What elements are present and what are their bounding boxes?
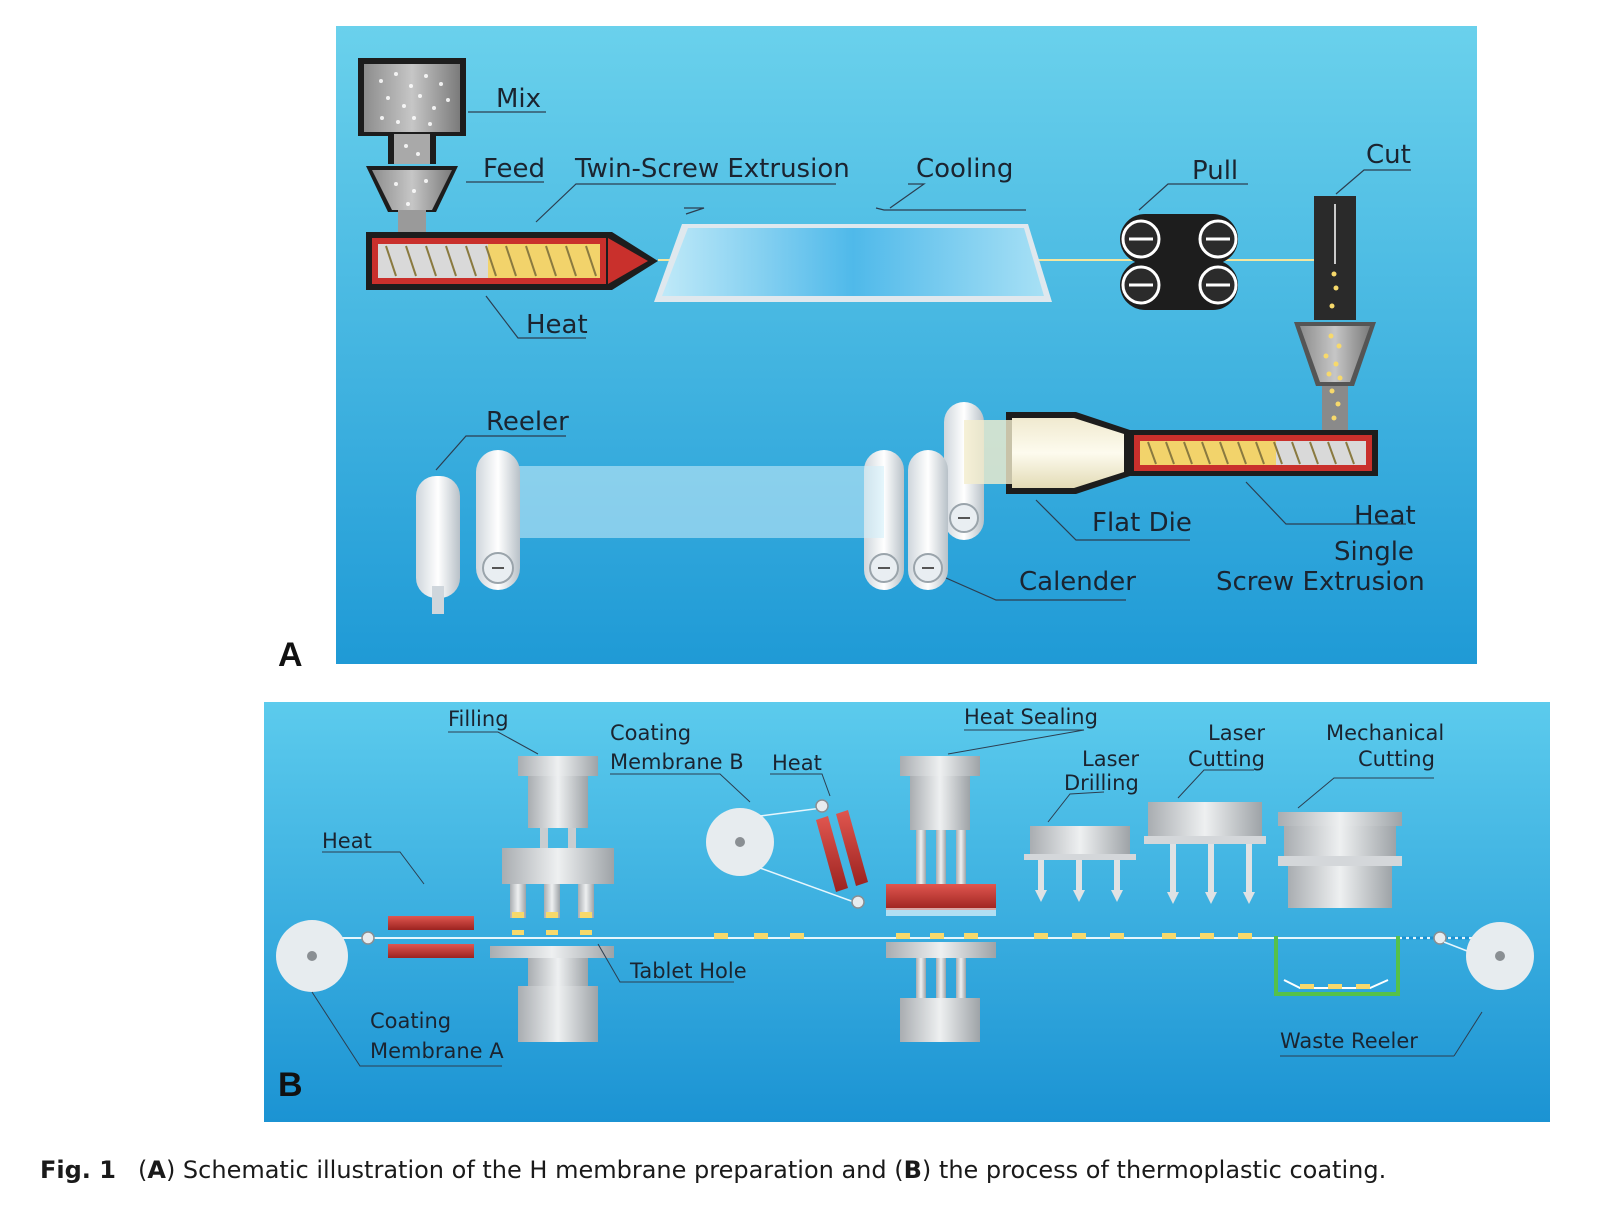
label-coating-a-line2: Membrane A [370,1039,504,1063]
label-heat-left: Heat [322,829,372,853]
label-pull: Pull [1192,156,1238,186]
heater-left [388,916,474,958]
label-mechanical-cutting-line1: Mechanical [1326,721,1444,745]
label-coating-a-line1: Coating [370,1009,451,1033]
coating-membrane-b-roll [706,807,855,903]
label-coating-b-line1: Coating [610,721,691,745]
label-heat-sealing: Heat Sealing [964,705,1098,729]
panel-letter-a: A [278,636,303,674]
coating-membrane-a-roll [276,920,375,992]
caption-text-part1: ( [137,1156,148,1184]
caption-panel-b-ref: B [903,1156,922,1184]
panel-a-membrane-preparation: Mix Feed Twin-Screw Extrusion Cooling Pu… [336,26,1477,664]
mechanical-cutting-station [1278,812,1478,940]
caption-text-part3: ) the process of thermoplastic coating. [921,1156,1387,1184]
tablets-pre-seal [714,933,804,939]
single-screw-extruder [1128,430,1378,476]
label-single: Single [1334,537,1414,567]
cutter-icon [1294,196,1376,430]
laser-cutting-station [1144,802,1266,939]
label-screw-extrusion: Screw Extrusion [1216,567,1425,597]
label-cooling: Cooling [916,154,1013,184]
heater-diagonal [815,799,868,909]
label-flat-die: Flat Die [1092,508,1192,538]
flat-die [1006,412,1130,494]
twin-screw-extruder [366,232,658,290]
label-heat-single: Heat [1354,501,1416,531]
label-laser-cutting-line2: Cutting [1188,747,1265,771]
label-heat-diagonal: Heat [772,751,822,775]
panel-a-background [336,26,1477,664]
label-waste-reeler: Waste Reeler [1280,1029,1418,1053]
label-laser-drilling-line2: Drilling [1064,771,1139,795]
panel-b-thermoplastic-coating: Filling Coating Membrane B Heat Heat Sea… [264,702,1550,1122]
pull-rollers-icon [1120,214,1238,310]
label-laser-drilling-line1: Laser [1082,747,1139,771]
label-coating-b-line2: Membrane B [610,750,744,774]
cooling-bath [654,224,1052,302]
figure-caption: Fig. 1 (A) Schematic illustration of the … [40,1156,1386,1184]
filling-station [490,756,614,1042]
label-filling: Filling [448,707,509,731]
label-cut: Cut [1366,140,1411,170]
label-calender: Calender [1019,567,1136,597]
waste-tray [1274,936,1400,996]
panel-a-leader-lines [435,111,1411,601]
label-tablet-hole: Tablet Hole [629,959,747,983]
reeler-icon [416,450,520,614]
caption-panel-a-ref: A [147,1156,166,1184]
film-sheet [516,466,884,538]
heat-sealing-station [886,756,996,1042]
caption-text-part2: ) Schematic illustration of the H membra… [165,1156,904,1184]
waste-reeler-roll [1433,922,1534,990]
label-mix: Mix [496,84,541,114]
panel-b-leader-lines [311,729,1483,1067]
label-twin-screw-extrusion: Twin-Screw Extrusion [574,154,850,184]
label-reeler: Reeler [486,407,569,437]
label-mechanical-cutting-line2: Cutting [1358,747,1435,771]
mix-hopper-icon [358,58,466,232]
laser-drilling-station [1024,826,1136,939]
label-feed: Feed [483,154,545,184]
label-laser-cutting-line1: Laser [1208,721,1265,745]
caption-figure-number: Fig. 1 [40,1156,116,1184]
panel-letter-b: B [278,1066,303,1104]
label-heat-twin: Heat [526,310,588,340]
